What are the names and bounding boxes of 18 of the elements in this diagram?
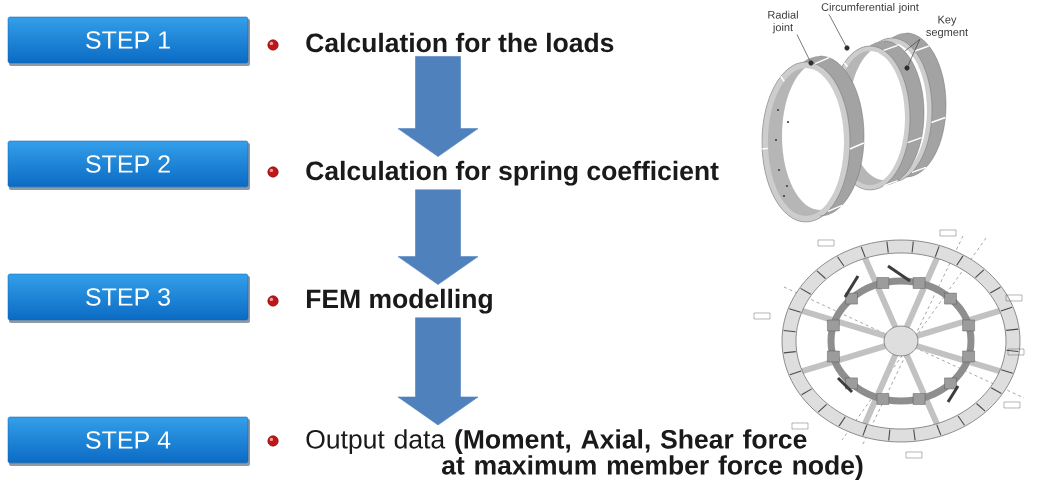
block-arrow <box>397 189 479 285</box>
step-description: Output data (Moment, Axial, Shear force at maximum member force node) <box>306 429 863 480</box>
step-box: STEP 3 <box>7 273 250 323</box>
callout-label: Circumferential joint <box>821 2 919 14</box>
step-box: STEP 2 <box>7 140 250 190</box>
step-description: Calculation for the loads <box>306 32 614 53</box>
leader-line <box>904 39 921 52</box>
block-arrow <box>397 56 479 157</box>
step-box: STEP 4 <box>7 416 250 466</box>
step-box: STEP 1 <box>7 16 250 66</box>
leader-line <box>907 39 921 66</box>
leader-line <box>828 14 847 47</box>
step-description: Calculation for spring coefficient <box>306 160 719 186</box>
leader-line <box>796 34 811 62</box>
callout-label: Radial joint <box>768 10 798 34</box>
callout-label: Key segment <box>926 15 968 39</box>
block-arrow <box>397 317 479 426</box>
step-description: FEM modelling <box>307 288 492 314</box>
